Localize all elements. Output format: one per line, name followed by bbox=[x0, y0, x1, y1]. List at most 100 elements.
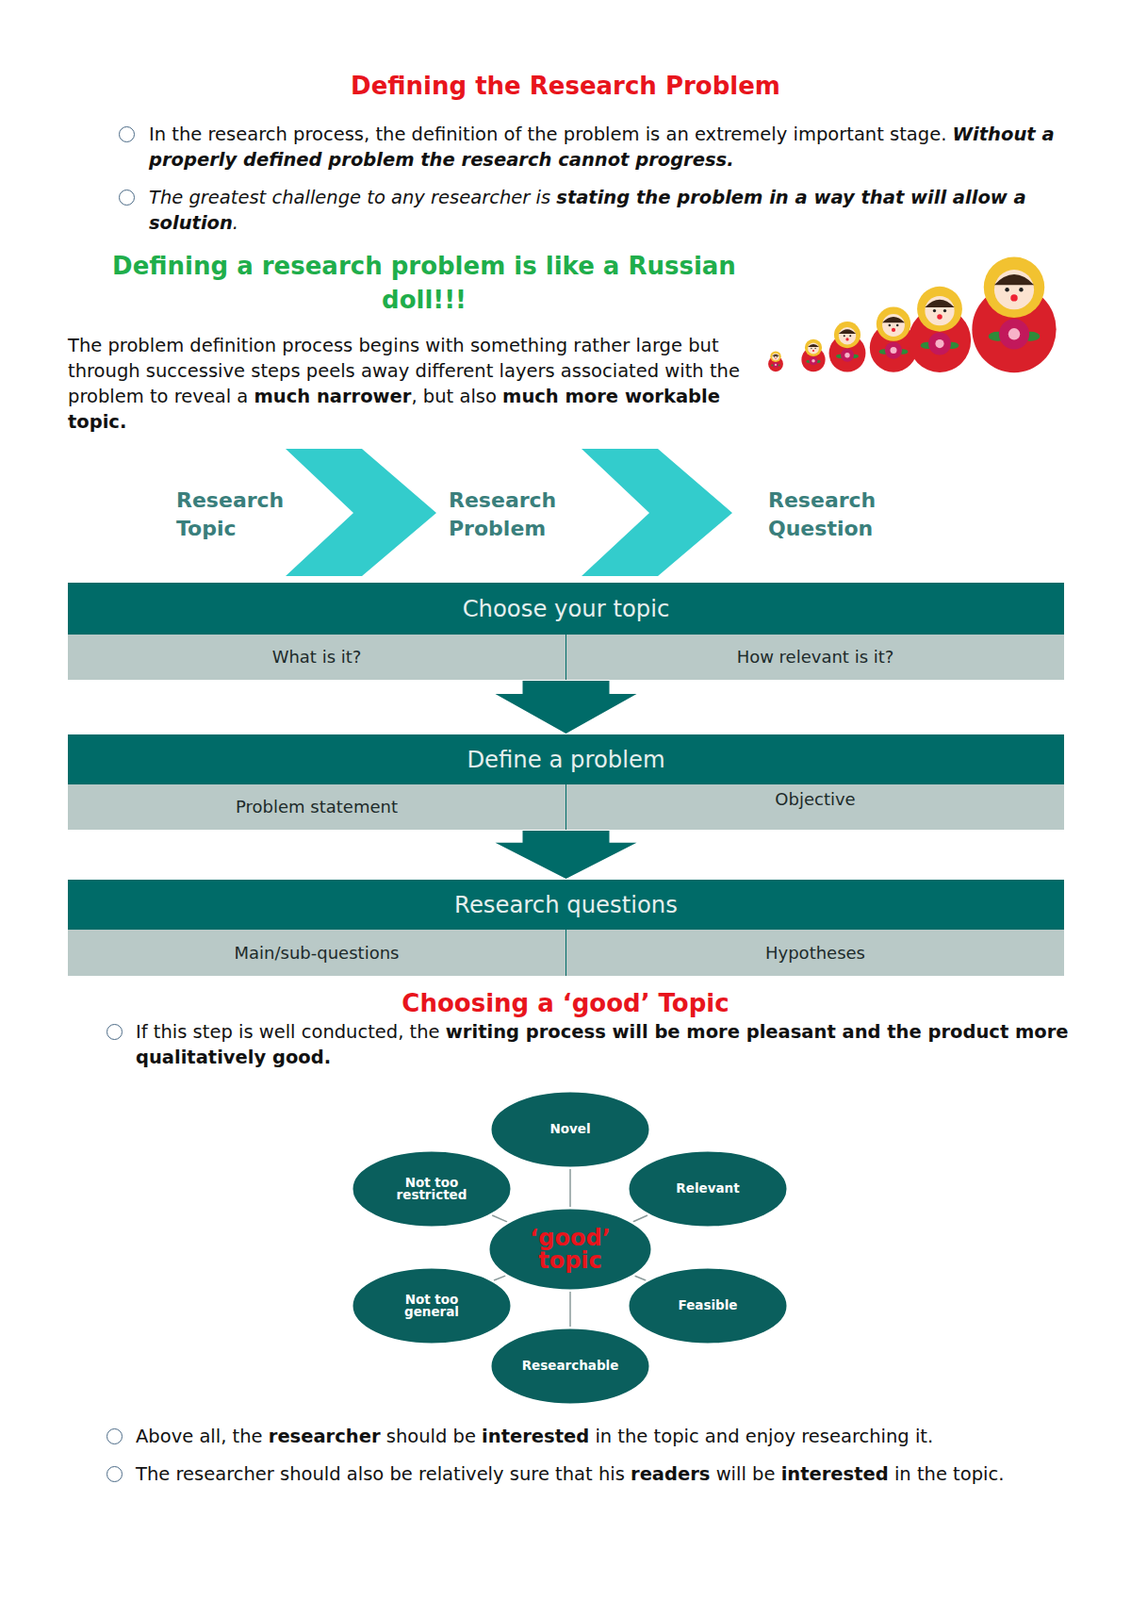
paragraph: The researcher should also be relatively… bbox=[135, 1460, 1079, 1487]
doll-face bbox=[807, 343, 820, 355]
doll-head bbox=[876, 306, 911, 341]
bullet-circle bbox=[106, 1427, 123, 1444]
topic-ellipse: Not too restricted bbox=[350, 1148, 513, 1229]
text-run: interested bbox=[781, 1462, 889, 1485]
text-run: The researcher should also be relatively… bbox=[135, 1462, 625, 1485]
doll-head bbox=[834, 321, 861, 348]
doll-eye bbox=[1004, 287, 1009, 292]
ellipse-text: Not too restricted bbox=[389, 1176, 475, 1202]
ellipse-text: Feasible bbox=[677, 1298, 738, 1312]
band-cell: Objective bbox=[566, 784, 1065, 830]
doll-eye bbox=[896, 324, 900, 328]
flow-band: Define a problemProblem statementObjecti… bbox=[67, 734, 1065, 830]
ellipse-text: ‘good’ topic bbox=[518, 1226, 623, 1272]
text-run: in the topic and enjoy researching it. bbox=[594, 1425, 934, 1447]
text-run: Defining a research problem is like a Ru… bbox=[112, 251, 737, 314]
doll-flower bbox=[999, 318, 1030, 349]
doll-eye bbox=[773, 356, 775, 358]
doll-flower bbox=[772, 361, 779, 368]
cell-text: Problem statement bbox=[67, 784, 566, 830]
text-run: researcher bbox=[268, 1425, 381, 1447]
doll-hair bbox=[771, 354, 779, 357]
paragraph: Defining a research problem is like a Ru… bbox=[84, 248, 764, 317]
doll-flower bbox=[885, 342, 902, 360]
connector-line bbox=[491, 1214, 508, 1222]
ellipse-text: Not too general bbox=[393, 1293, 470, 1319]
band-cell: Problem statement bbox=[67, 784, 566, 830]
paragraph: The problem definition process begins wi… bbox=[67, 332, 1069, 435]
paragraph: In the research process, the definition … bbox=[148, 121, 1078, 173]
doll-eye bbox=[933, 309, 936, 312]
doll-hair bbox=[994, 274, 1034, 285]
ellipse-shape bbox=[491, 1327, 651, 1405]
doll-face bbox=[771, 353, 779, 361]
paragraph: If this step is well conducted, the writ… bbox=[135, 1018, 1079, 1070]
doll-face bbox=[924, 295, 954, 326]
cell-text: How relevant is it? bbox=[566, 634, 1065, 680]
doll-eye bbox=[776, 356, 778, 358]
bullet-circle bbox=[118, 126, 135, 143]
doll-flower-core bbox=[811, 359, 816, 363]
doll-flower-core bbox=[844, 352, 850, 358]
band-title: Define a problem bbox=[67, 734, 1065, 785]
topic-ellipse: Researchable bbox=[489, 1326, 652, 1406]
text-run: interested bbox=[481, 1425, 590, 1447]
doll-hair bbox=[882, 316, 905, 323]
stage-label: Research Problem bbox=[448, 486, 576, 543]
doll-flower-core bbox=[934, 339, 944, 348]
connector-line bbox=[633, 1214, 648, 1222]
topic-ellipse: Relevant bbox=[626, 1148, 789, 1229]
doll-flower-core bbox=[1008, 327, 1020, 340]
text-run: , but also bbox=[410, 385, 496, 408]
doll-cheek bbox=[936, 313, 943, 320]
cell-text: Main/sub-questions bbox=[67, 929, 566, 976]
float-spacer bbox=[753, 332, 1069, 386]
stage-label: Research Topic bbox=[176, 486, 304, 543]
paragraph: Above all, the researcher should be inte… bbox=[135, 1423, 1079, 1449]
doll-face bbox=[882, 313, 905, 337]
flow-band: Research questionsMain/sub-questionsHypo… bbox=[67, 879, 1065, 976]
stage-label: Research Question bbox=[768, 486, 896, 543]
topic-ellipse: Feasible bbox=[626, 1265, 789, 1345]
ellipse-text: Researchable bbox=[522, 1359, 620, 1373]
paragraph: The greatest challenge to any researcher… bbox=[148, 184, 1078, 236]
doll-head bbox=[983, 256, 1045, 317]
page-title: Defining the Research Problem bbox=[0, 71, 1131, 100]
connector-line bbox=[569, 1168, 572, 1207]
text-run: The greatest challenge to any researcher… bbox=[148, 186, 551, 209]
doll-hair bbox=[838, 328, 856, 334]
text-run: should be bbox=[386, 1425, 476, 1447]
band-cell: What is it? bbox=[67, 634, 566, 680]
text-run: If this step is well conducted, the bbox=[135, 1020, 441, 1043]
text-run: will be bbox=[716, 1462, 776, 1485]
band-cell: Main/sub-questions bbox=[67, 929, 566, 976]
ellipse-shape bbox=[628, 1267, 788, 1345]
text-run: readers bbox=[630, 1462, 710, 1485]
text-run: . bbox=[232, 212, 239, 234]
bullet-circle bbox=[106, 1023, 123, 1040]
doll-body bbox=[768, 356, 784, 372]
text-run: Above all, the bbox=[135, 1425, 263, 1447]
ellipse-shape bbox=[352, 1267, 512, 1345]
flow-arrow bbox=[495, 830, 638, 879]
doll-eye bbox=[888, 324, 892, 328]
doll-face bbox=[838, 327, 856, 345]
paragraph: Choosing a ‘good’ Topic bbox=[0, 986, 1131, 1019]
flow-arrow bbox=[495, 680, 638, 734]
ellipse-shape bbox=[489, 1208, 653, 1291]
chevron bbox=[581, 448, 733, 576]
band-cell: How relevant is it? bbox=[566, 634, 1065, 680]
doll-hair bbox=[924, 299, 954, 308]
band-title: Choose your topic bbox=[67, 582, 1065, 635]
doll-flower-core bbox=[890, 346, 898, 354]
doll-eye bbox=[814, 347, 816, 349]
doll-body bbox=[971, 285, 1056, 373]
russian-dolls bbox=[763, 252, 1075, 376]
doll-body bbox=[829, 334, 867, 373]
text-run: in the topic. bbox=[894, 1462, 1004, 1485]
connector-line bbox=[635, 1275, 647, 1280]
text-run: much narrower bbox=[254, 385, 412, 408]
ellipse-shape bbox=[491, 1091, 651, 1168]
doll-cheek bbox=[891, 327, 896, 332]
